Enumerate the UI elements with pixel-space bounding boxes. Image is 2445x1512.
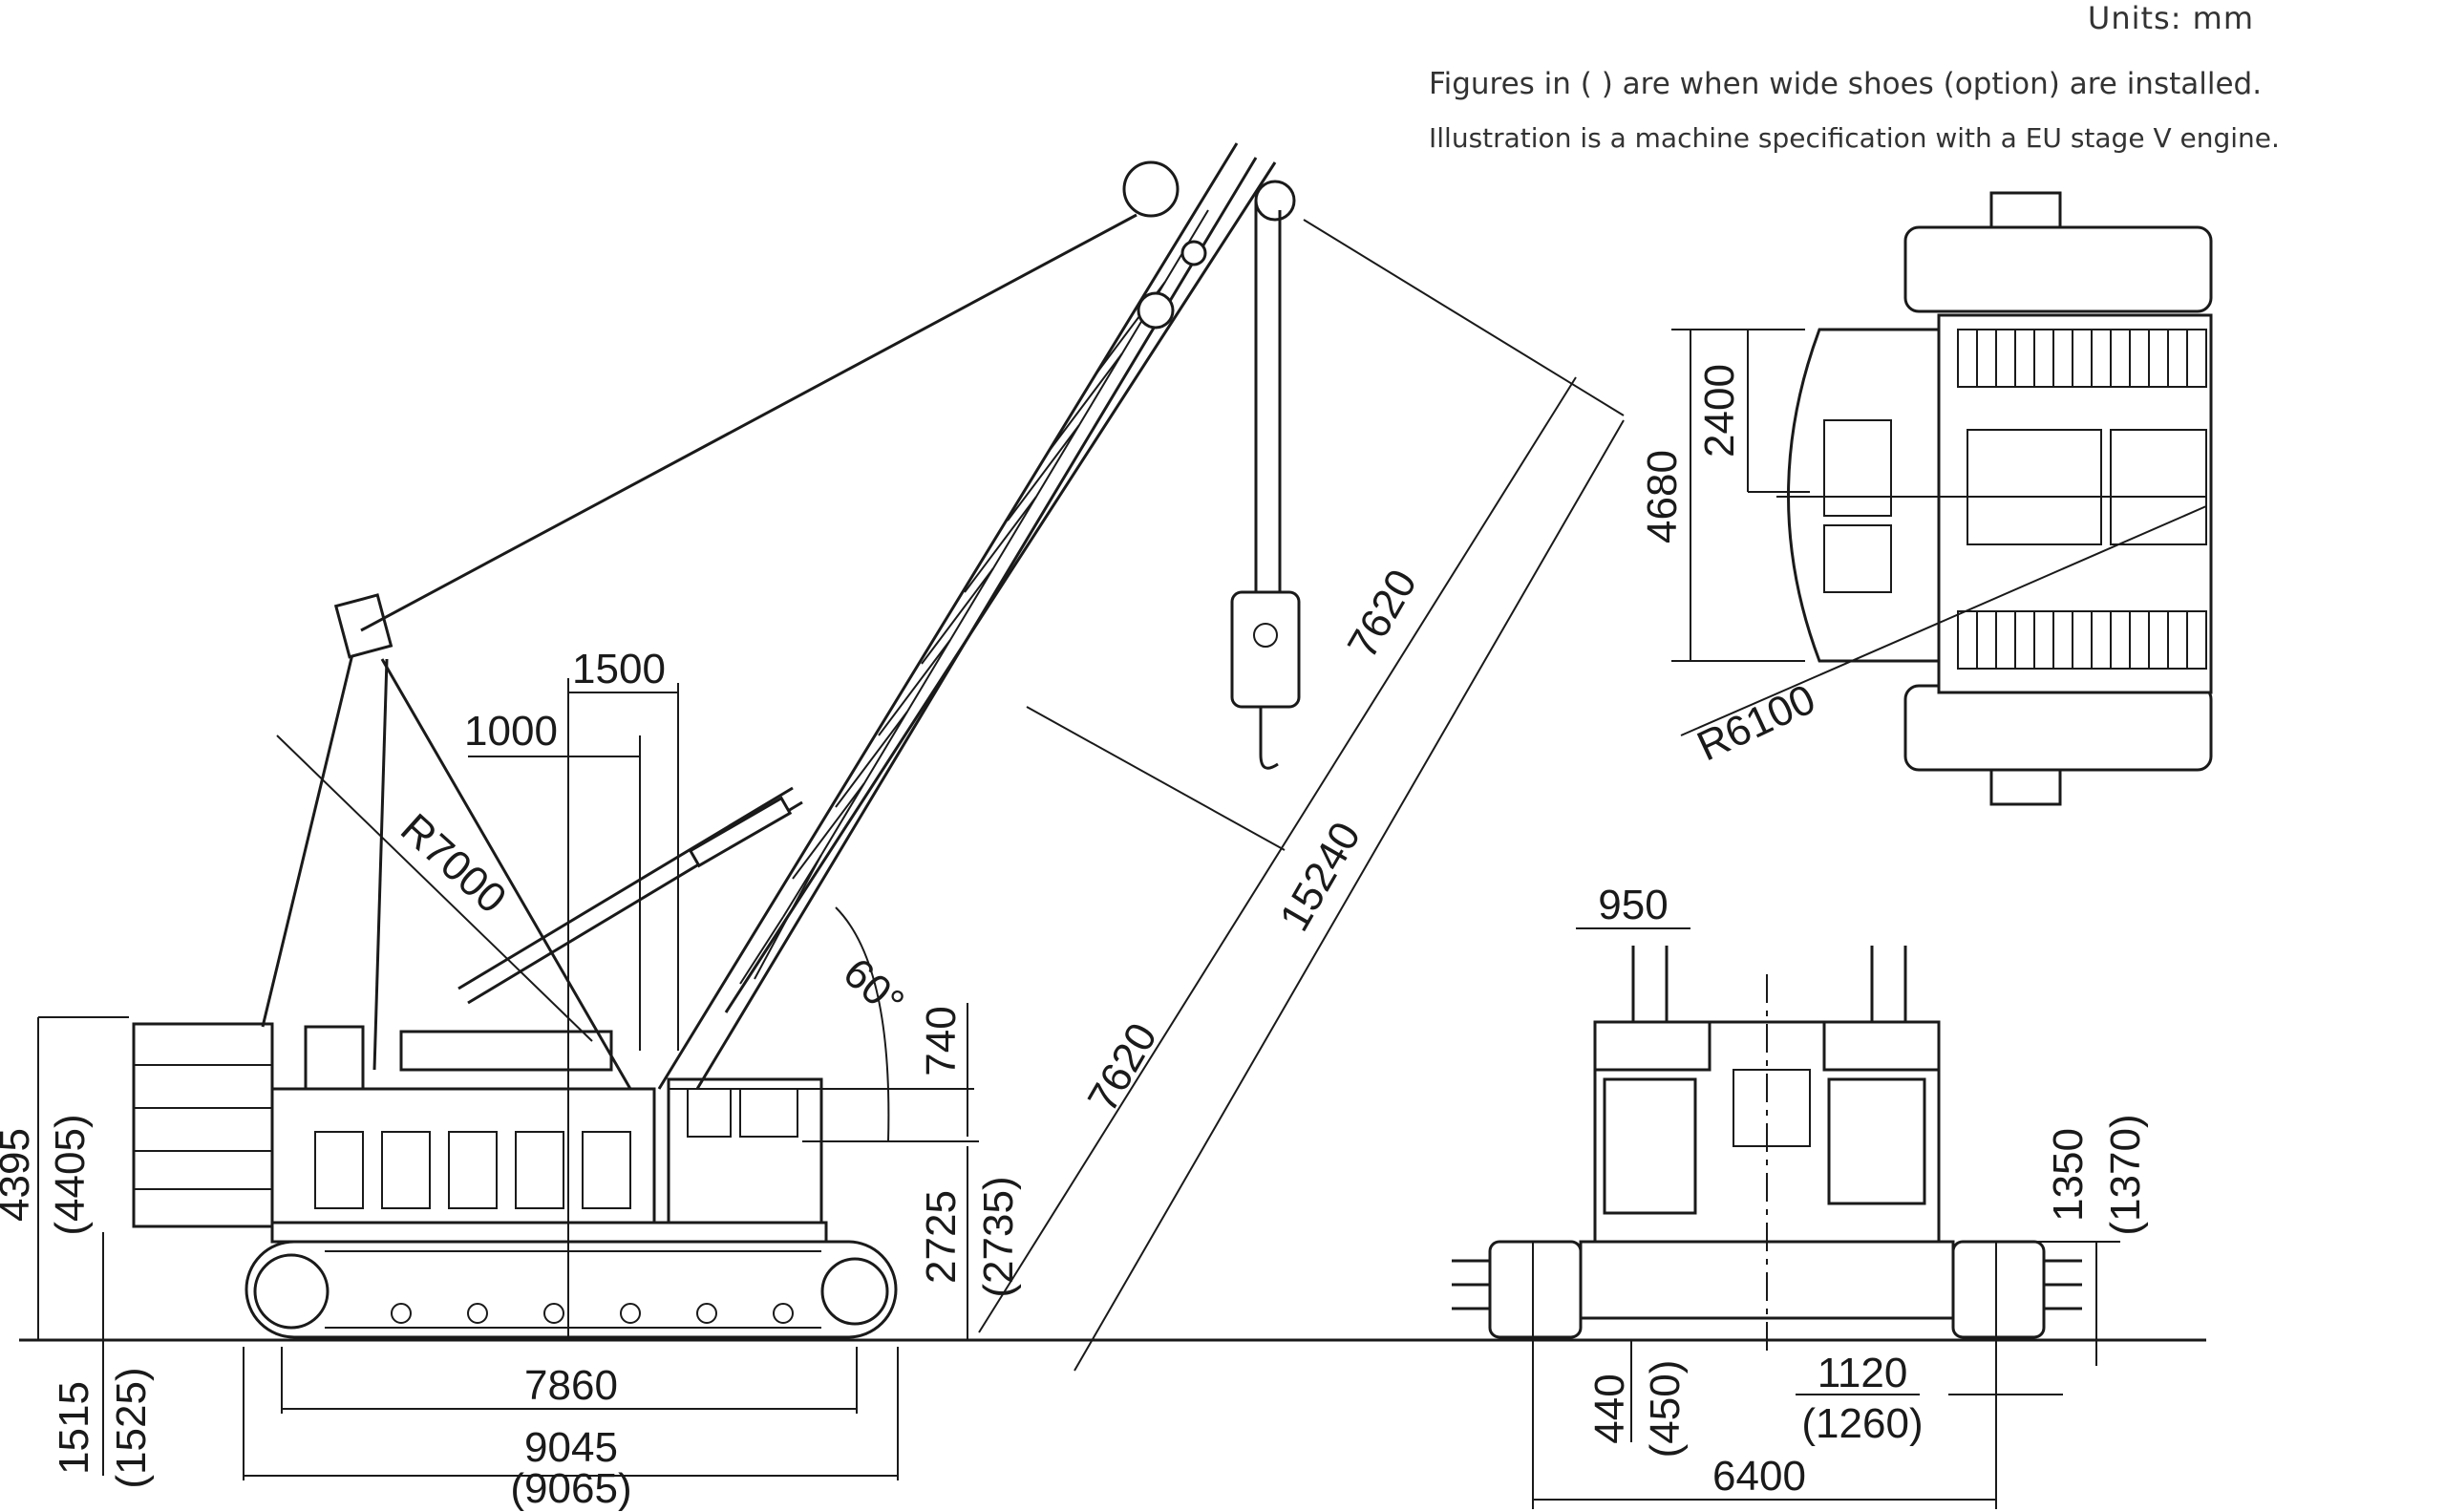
tumbler-distance-value: 7860 bbox=[524, 1362, 618, 1409]
shoe-height-value: 440 bbox=[1586, 1374, 1633, 1443]
total-height-value: 4395 bbox=[0, 1128, 38, 1222]
boom-foot-height-value: 2725 bbox=[918, 1190, 965, 1284]
side-crawler bbox=[244, 1240, 898, 1339]
swing-radius-value: R6100 bbox=[1690, 675, 1822, 770]
ground-clearance-wide-value: (1525) bbox=[108, 1367, 155, 1488]
side-gantry bbox=[261, 213, 1137, 1090]
dim-1500-value: 1500 bbox=[572, 646, 666, 692]
boom-length-value: 15240 bbox=[1271, 815, 1371, 939]
units-label: Units: mm bbox=[2087, 0, 2254, 36]
front-height-1370-value: (1370) bbox=[2102, 1114, 2149, 1235]
crawler-length-wide-value: (9065) bbox=[510, 1465, 631, 1512]
boom-angle-value: 60° bbox=[835, 949, 913, 1027]
front-view: 950 1350 (1370) 440 (450) 1120 (1260) 64… bbox=[1452, 882, 2149, 1509]
side-boom bbox=[657, 142, 1296, 1090]
top-width-2400-value: 2400 bbox=[1696, 364, 1743, 458]
engine-spec-note: Illustration is a machine specification … bbox=[1429, 122, 2280, 154]
overall-width-value: 6400 bbox=[1712, 1453, 1806, 1500]
side-hook bbox=[1230, 201, 1301, 770]
shoe-height-wide-value: (450) bbox=[1642, 1360, 1689, 1459]
front-dim-950-value: 950 bbox=[1598, 882, 1668, 928]
crawler-length-value: 9045 bbox=[524, 1424, 618, 1471]
ground-clearance-value: 1515 bbox=[51, 1381, 97, 1475]
dim-1000-value: 1000 bbox=[464, 708, 558, 755]
total-height-wide-value: (4405) bbox=[47, 1114, 94, 1235]
side-upper-structure bbox=[132, 1022, 828, 1244]
boom-section-lower-value: 7620 bbox=[1079, 1015, 1166, 1119]
gauge-value: 1120 bbox=[1818, 1350, 1908, 1396]
front-height-1350-value: 1350 bbox=[2045, 1128, 2092, 1222]
side-dimension-lines bbox=[37, 219, 1625, 1480]
boom-foot-height-wide-value: (2735) bbox=[975, 1176, 1022, 1297]
top-view: 2400 4680 R6100 bbox=[1639, 191, 2213, 806]
top-width-4680-value: 4680 bbox=[1639, 450, 1686, 543]
dim-740-value: 740 bbox=[918, 1006, 965, 1075]
boom-section-upper-value: 7620 bbox=[1339, 562, 1426, 666]
gauge-wide-value: (1260) bbox=[1801, 1400, 1923, 1447]
wide-shoes-note: Figures in ( ) are when wide shoes (opti… bbox=[1429, 67, 2263, 101]
